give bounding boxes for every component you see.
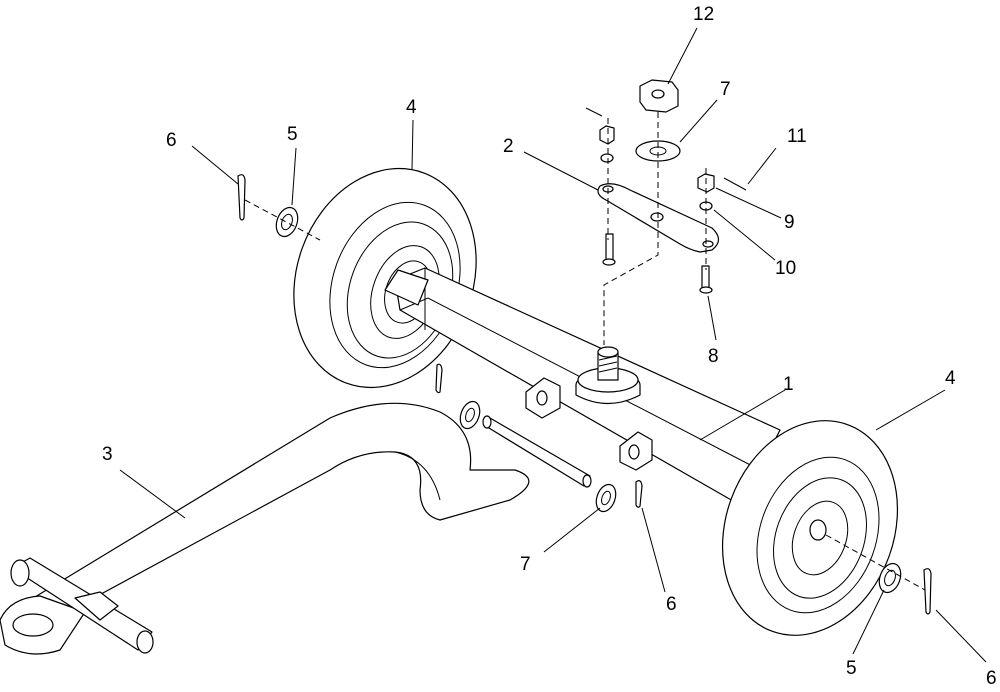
washer-pin-left: [459, 400, 481, 430]
callout-5-right: 5: [846, 658, 857, 679]
cotter-pin-right-wheel: [923, 568, 932, 615]
callout-2: 2: [503, 136, 514, 157]
callout-11: 11: [787, 126, 807, 147]
axle-bracket-right: [619, 431, 653, 471]
callout-3: 3: [102, 444, 113, 465]
callout-6-middle: 6: [666, 594, 677, 615]
nut-small-left: [599, 125, 615, 145]
callout-1: 1: [783, 374, 794, 395]
callout-12: 12: [693, 4, 714, 25]
leader-lines: [119, 27, 987, 663]
cotter-pin-lower: [635, 480, 643, 508]
axle-bracket-left: [525, 377, 561, 419]
large-nut: [639, 79, 679, 113]
washer-left-wheel: [275, 206, 299, 238]
washer-pin-right: [595, 483, 617, 513]
cotter-pin-left-wheel: [237, 174, 246, 221]
pivot-collar: [575, 346, 641, 404]
bolt-left: [602, 233, 616, 266]
callout-4-right: 4: [945, 368, 956, 389]
callout-4-left: 4: [406, 97, 417, 118]
tow-tongue: [0, 402, 530, 655]
cotter-small-right: [723, 177, 747, 191]
cotter-small-left: [585, 107, 603, 117]
callout-9: 9: [784, 212, 795, 233]
cotter-pin-upper: [435, 363, 443, 394]
washer-small-left: [600, 153, 614, 163]
callout-10: 10: [775, 258, 796, 279]
callout-6-left: 6: [166, 130, 177, 151]
right-wheel: [721, 420, 899, 636]
callout-6-right: 6: [986, 668, 997, 689]
left-wheel: [293, 167, 477, 389]
callout-8: 8: [708, 346, 719, 367]
bolt-right: [699, 265, 713, 294]
pivot-pin: [482, 415, 592, 488]
callout-7-bottom: 7: [520, 554, 531, 575]
callout-5-left: 5: [287, 124, 298, 145]
callout-7-top: 7: [720, 79, 731, 100]
washer-right-wheel: [878, 562, 902, 594]
